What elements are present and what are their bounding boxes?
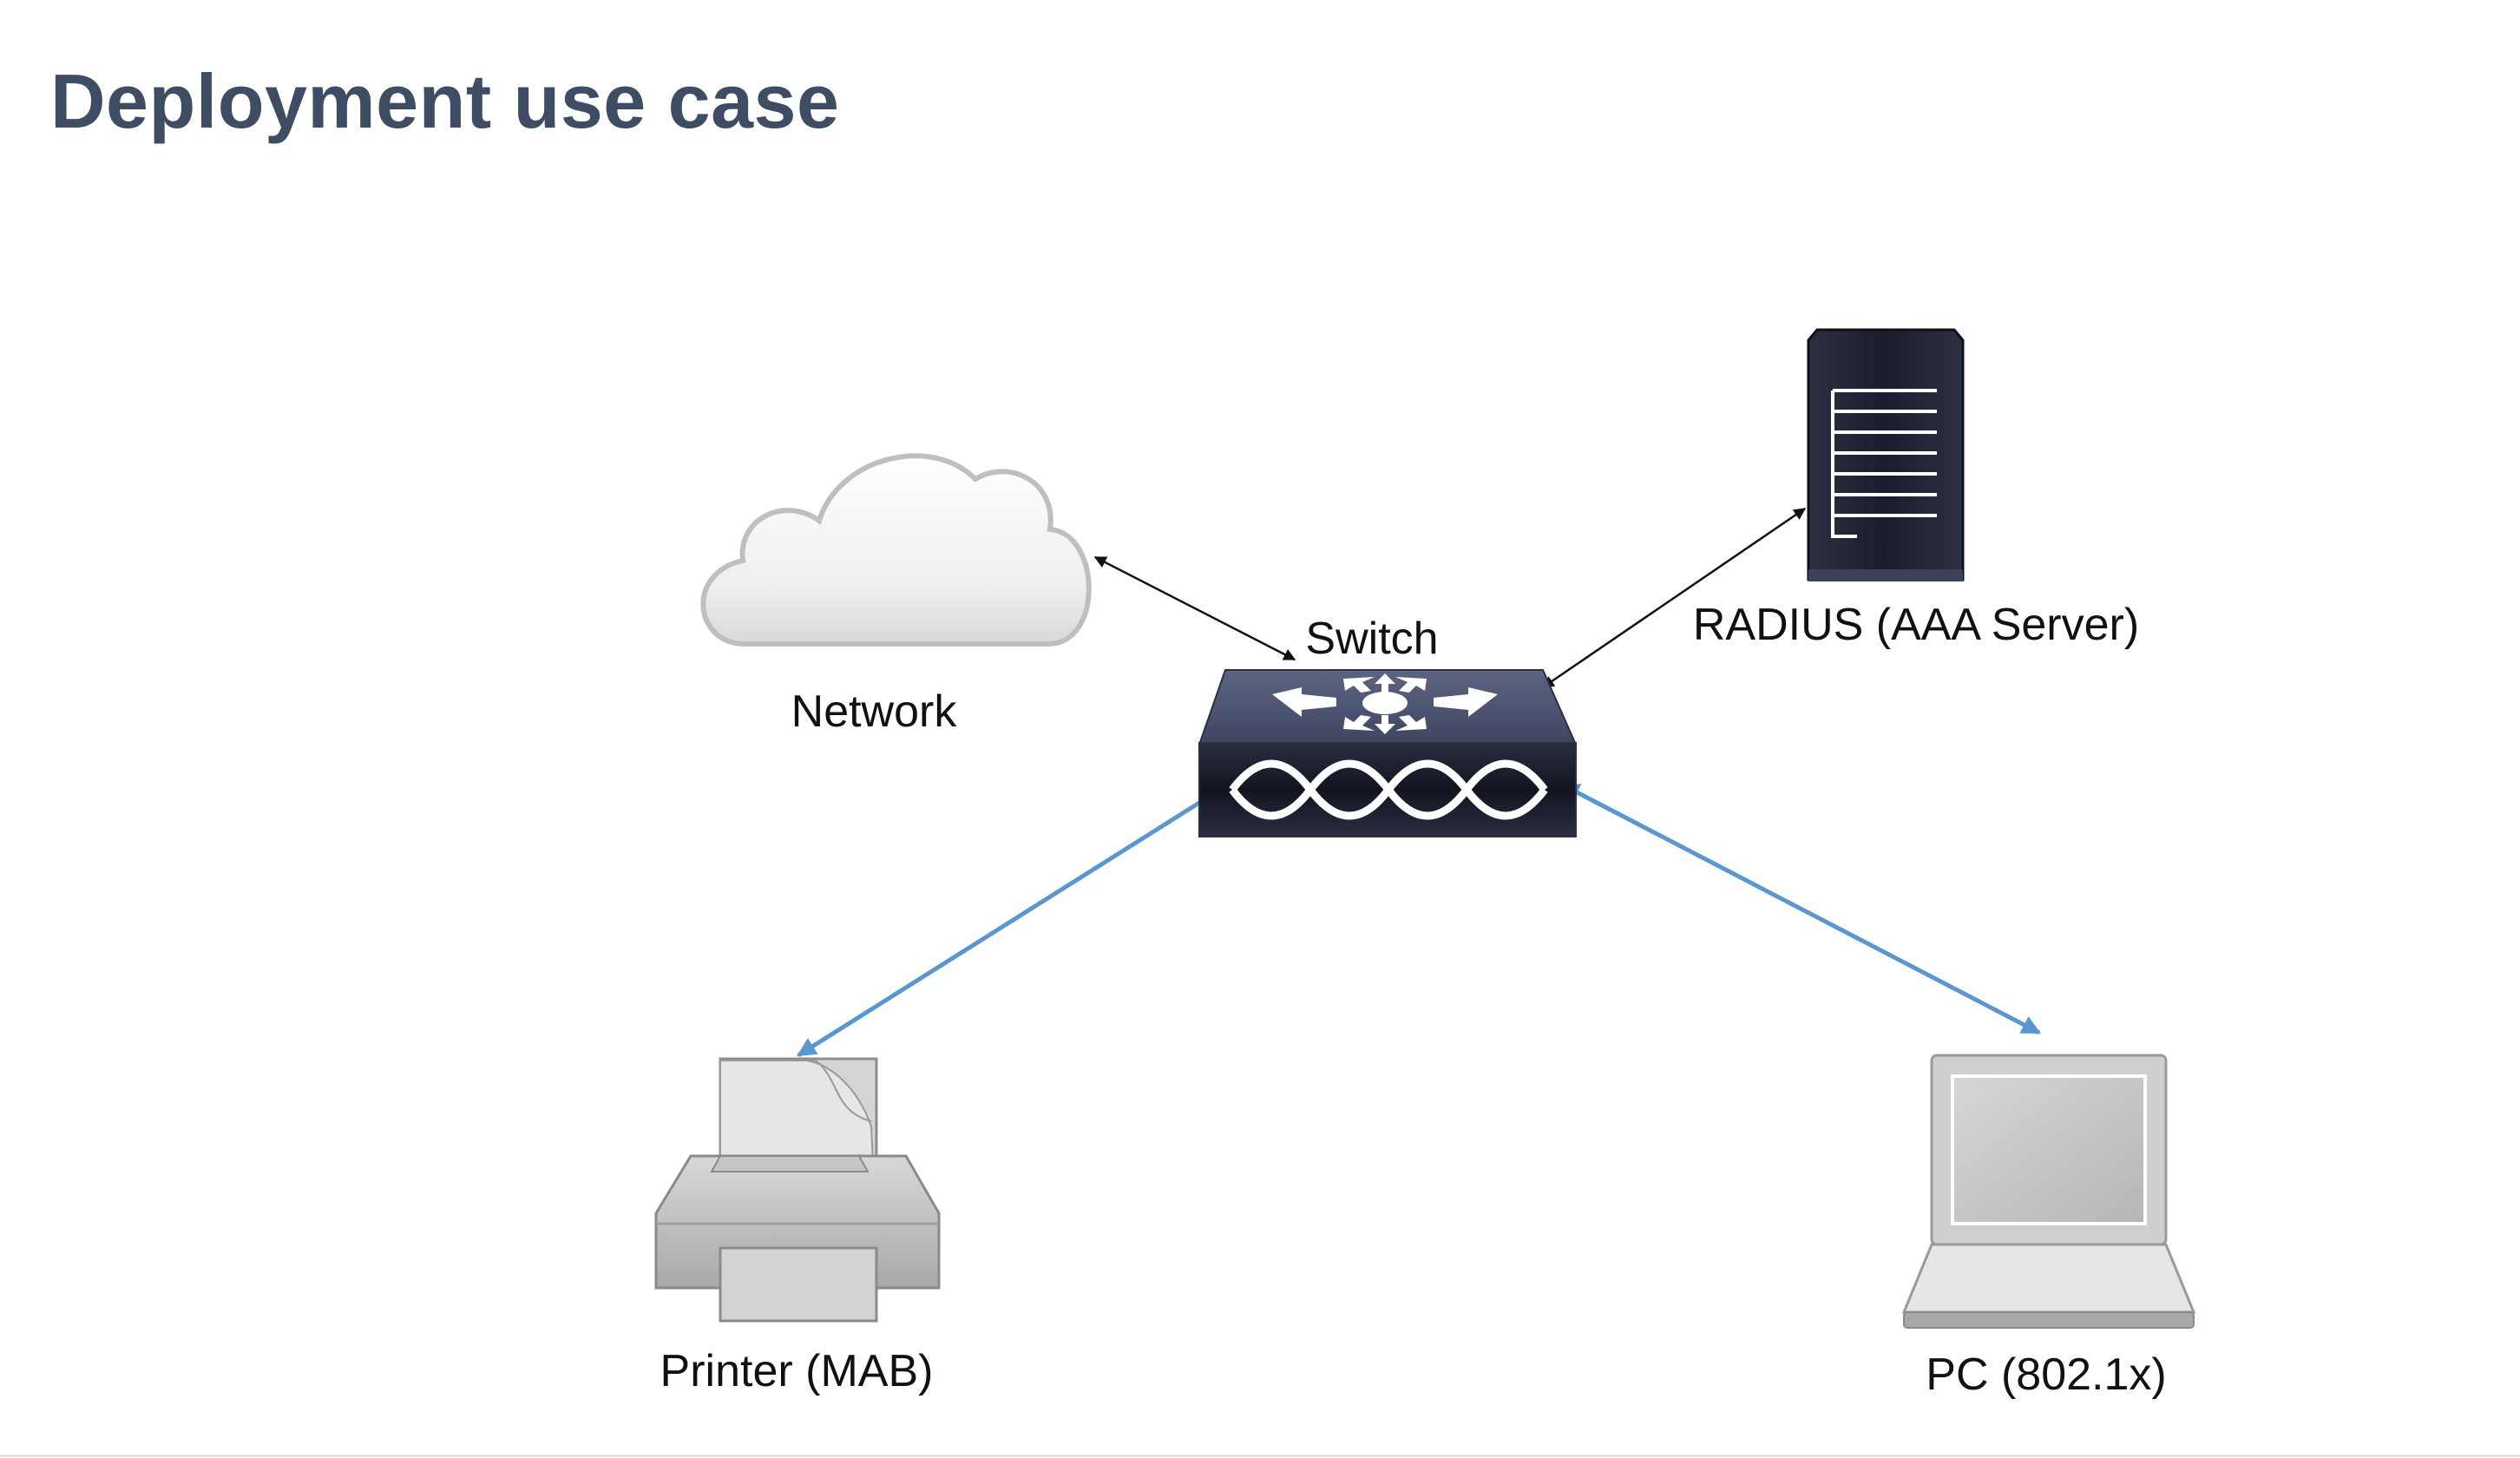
switch-icon [1198,669,1578,837]
link-switch-radius [1541,507,1807,689]
link-switch-pc [1560,782,2041,1035]
slide-title: Deployment use case [50,58,840,144]
server-icon [1807,328,1965,581]
network-label: Network [791,686,957,737]
laptop-icon [1901,1054,2196,1329]
cloud-icon [700,453,1092,647]
switch-label: Switch [1305,614,1439,664]
bottom-divider [0,1455,2520,1457]
radius-label: RADIUS (AAA Server) [1692,600,2140,650]
pc-label: PC (802.1x) [1926,1350,2167,1400]
printer-label: Printer (MAB) [660,1346,934,1396]
link-switch-printer [797,775,1241,1058]
link-network-switch [1093,555,1296,661]
printer-icon [654,1057,941,1323]
